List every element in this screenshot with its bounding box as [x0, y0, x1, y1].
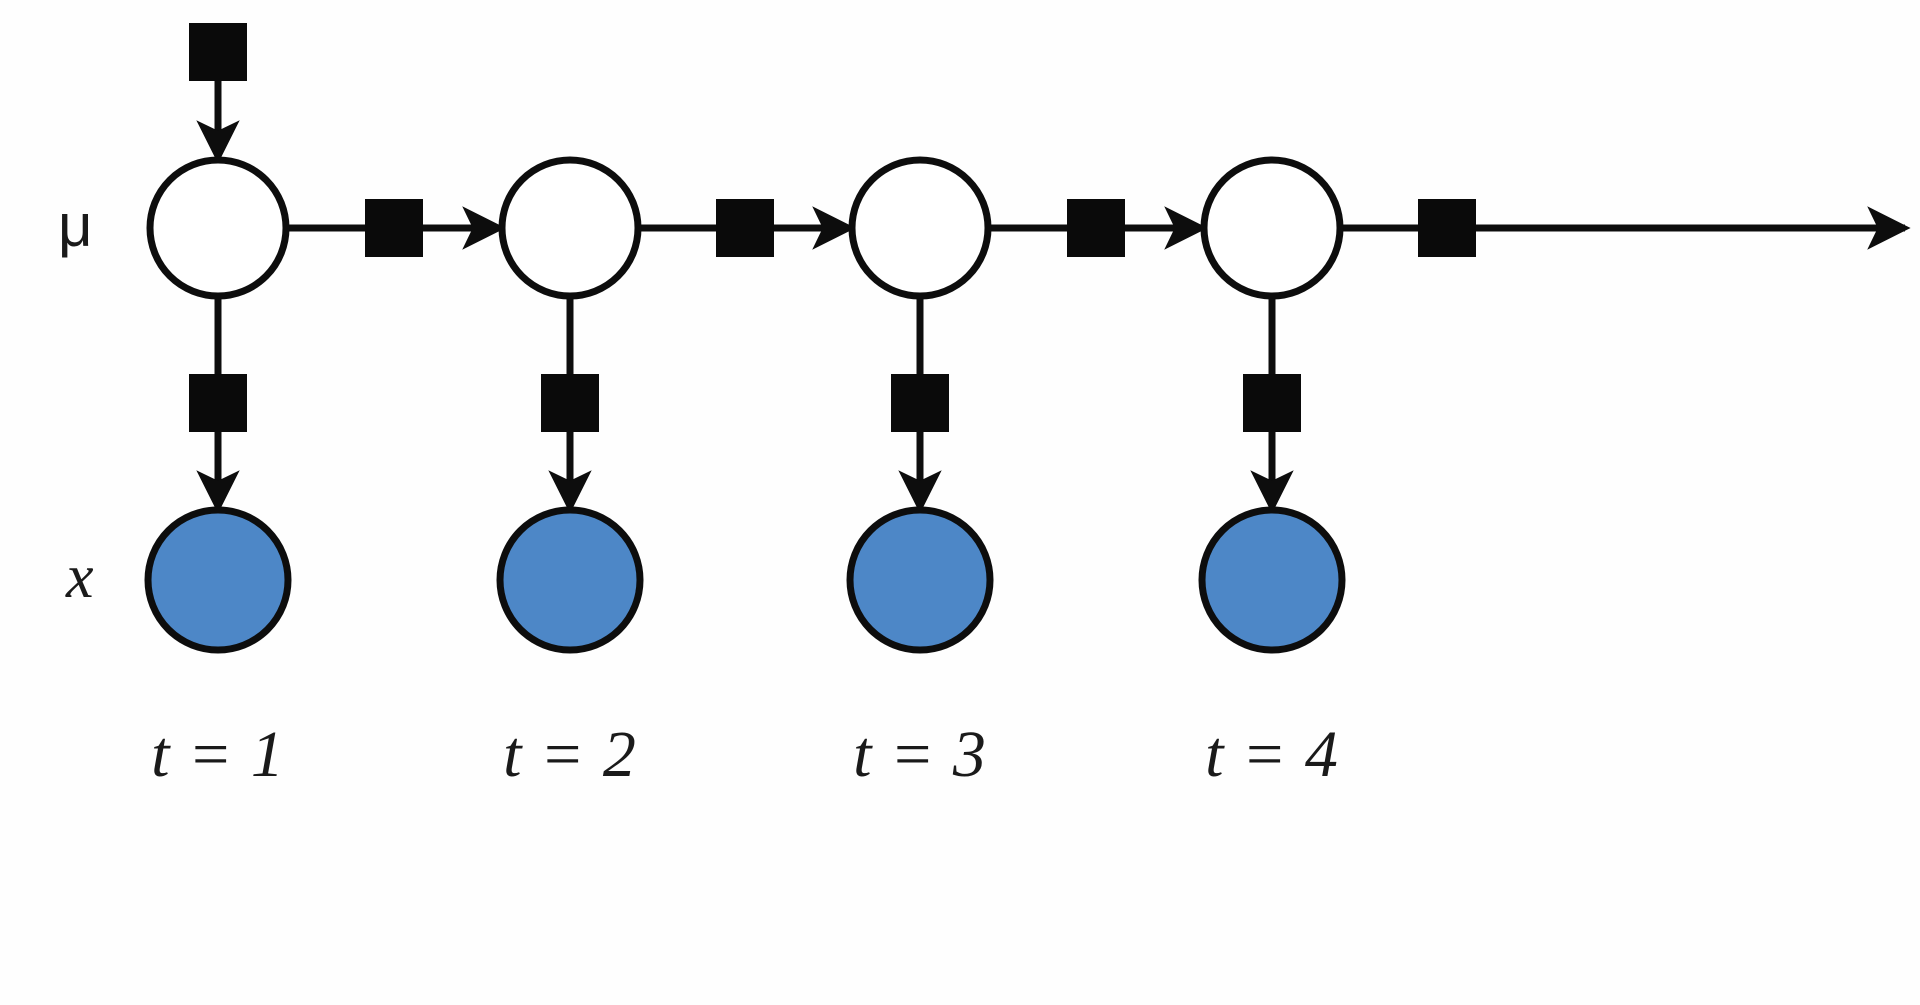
- transition-factor-square: [1418, 199, 1476, 257]
- observed-variable-node: [496, 506, 644, 654]
- transition-factor-square: [716, 199, 774, 257]
- factor-layer: [189, 23, 1476, 432]
- latent-state-node: [1200, 156, 1344, 300]
- time-step-label-3: t = 3: [853, 718, 987, 791]
- node-layer: [144, 156, 1346, 654]
- latent-state-node: [146, 156, 290, 300]
- edge-layer: [196, 81, 1911, 514]
- time-step-label-2: t = 2: [503, 718, 637, 791]
- observed-variable-node: [1198, 506, 1346, 654]
- transition-factor-square: [1067, 199, 1125, 257]
- emission-factor-square: [541, 374, 599, 432]
- latent-state-node: [498, 156, 642, 300]
- observed-variable-node: [846, 506, 994, 654]
- row-label-observed-x: x: [66, 543, 94, 611]
- time-step-label-1: t = 1: [151, 718, 285, 791]
- prior-factor-square: [189, 23, 247, 81]
- row-label-latent-mu: μ: [58, 192, 93, 259]
- emission-factor-square: [1243, 374, 1301, 432]
- latent-state-node: [848, 156, 992, 300]
- observed-variable-node: [144, 506, 292, 654]
- emission-factor-square: [189, 374, 247, 432]
- emission-factor-square: [891, 374, 949, 432]
- time-step-label-4: t = 4: [1205, 718, 1339, 791]
- transition-factor-square: [365, 199, 423, 257]
